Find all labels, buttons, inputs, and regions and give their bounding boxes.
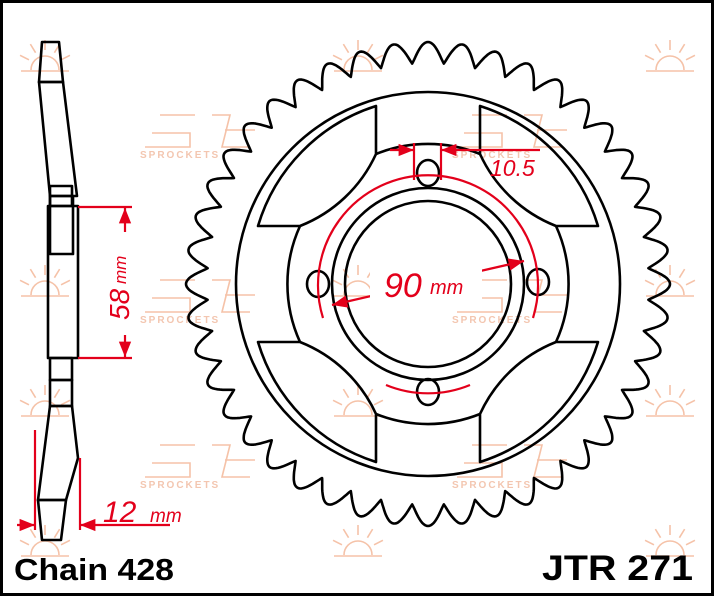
offset-unit: mm bbox=[111, 256, 130, 284]
lightening-holes bbox=[256, 104, 600, 464]
profile-tooth-bottom bbox=[36, 498, 68, 542]
watermark-text: SPROCKETS bbox=[140, 150, 220, 161]
watermark-sun-icon bbox=[644, 40, 696, 72]
lightening-hole bbox=[256, 340, 378, 464]
watermark-text: SPROCKETS bbox=[452, 315, 532, 326]
thickness-dimension: 12 mm bbox=[17, 430, 182, 532]
watermark-sun-icon bbox=[644, 525, 696, 557]
offset-value: 58 bbox=[104, 288, 135, 320]
watermark-sun-icon bbox=[19, 525, 71, 557]
watermark-text: SPROCKETS bbox=[140, 480, 220, 491]
watermark-logo: SPROCKETS bbox=[140, 444, 255, 491]
profile-web-bottom bbox=[48, 378, 74, 408]
watermark-sun-icon bbox=[332, 525, 384, 557]
rim-circle bbox=[234, 90, 622, 478]
profile-web-top bbox=[48, 194, 75, 256]
lightening-hole bbox=[256, 104, 378, 228]
watermark-text: SPROCKETS bbox=[452, 150, 532, 161]
lightening-hole bbox=[478, 104, 600, 228]
watermark-logo: SPROCKETS bbox=[452, 114, 567, 161]
pcd-label-bg bbox=[370, 262, 482, 300]
pcd-unit: mm bbox=[430, 277, 463, 299]
thickness-value: 12 bbox=[103, 496, 137, 529]
lightening-hole bbox=[478, 340, 600, 464]
thickness-unit: mm bbox=[150, 506, 182, 527]
hub-boundary bbox=[286, 142, 570, 426]
watermark-text: SPROCKETS bbox=[140, 315, 220, 326]
watermark-sun-icon bbox=[19, 265, 71, 297]
watermark-sun-icon bbox=[19, 385, 71, 417]
offset-dimension: 58 mm bbox=[78, 205, 135, 360]
sprocket-side-profile bbox=[36, 40, 80, 542]
part-number: JTR 271 bbox=[542, 549, 693, 588]
bolt-hole bbox=[415, 158, 441, 188]
watermark-sun-icon bbox=[644, 385, 696, 417]
pcd-dimension: 90 mm bbox=[316, 174, 540, 395]
profile-hatch-small-bottom bbox=[48, 356, 74, 382]
chain-label: Chain 428 bbox=[14, 552, 174, 587]
watermark-logo: SPROCKETS bbox=[452, 444, 567, 491]
profile-hatch-bottom bbox=[36, 404, 80, 502]
bolt-hole-dimension: 10.5 bbox=[390, 143, 540, 181]
watermark-text: SPROCKETS bbox=[452, 480, 532, 491]
bolt-hole-value: 10.5 bbox=[490, 155, 535, 181]
watermark-logo: SPROCKETS bbox=[140, 279, 255, 326]
profile-hatch-top bbox=[37, 80, 79, 198]
sprocket-teeth-outline bbox=[184, 40, 672, 528]
pcd-value: 90 bbox=[384, 267, 422, 305]
watermark-logo: SPROCKETS bbox=[140, 114, 255, 161]
pcd-arc-top bbox=[316, 174, 540, 319]
watermark-sun-icon bbox=[332, 40, 384, 72]
profile-tooth-top bbox=[37, 40, 65, 84]
pcd-arc-bottom bbox=[385, 383, 471, 395]
